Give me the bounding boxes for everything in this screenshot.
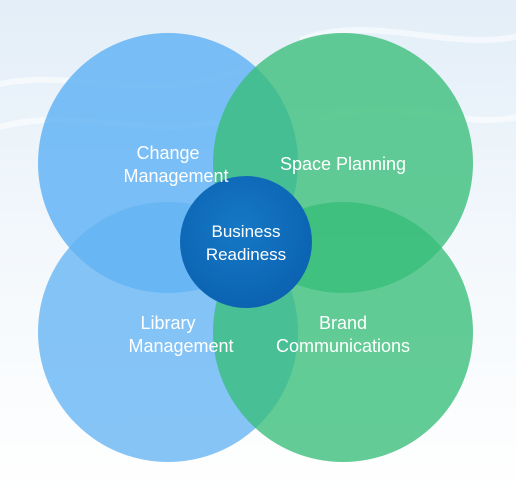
label-library-line2: Management (128, 336, 233, 356)
circle-business-readiness (180, 176, 312, 308)
label-business: Business (212, 222, 281, 241)
label-brand-line2: Communications (276, 336, 410, 356)
label-space-planning: Space Planning (280, 154, 406, 174)
label-change-line2: Management (123, 166, 228, 186)
label-change-line1: Change (136, 143, 199, 163)
label-library-line1: Library (140, 313, 195, 333)
label-brand-line1: Brand (319, 313, 367, 333)
label-readiness: Readiness (206, 245, 286, 264)
